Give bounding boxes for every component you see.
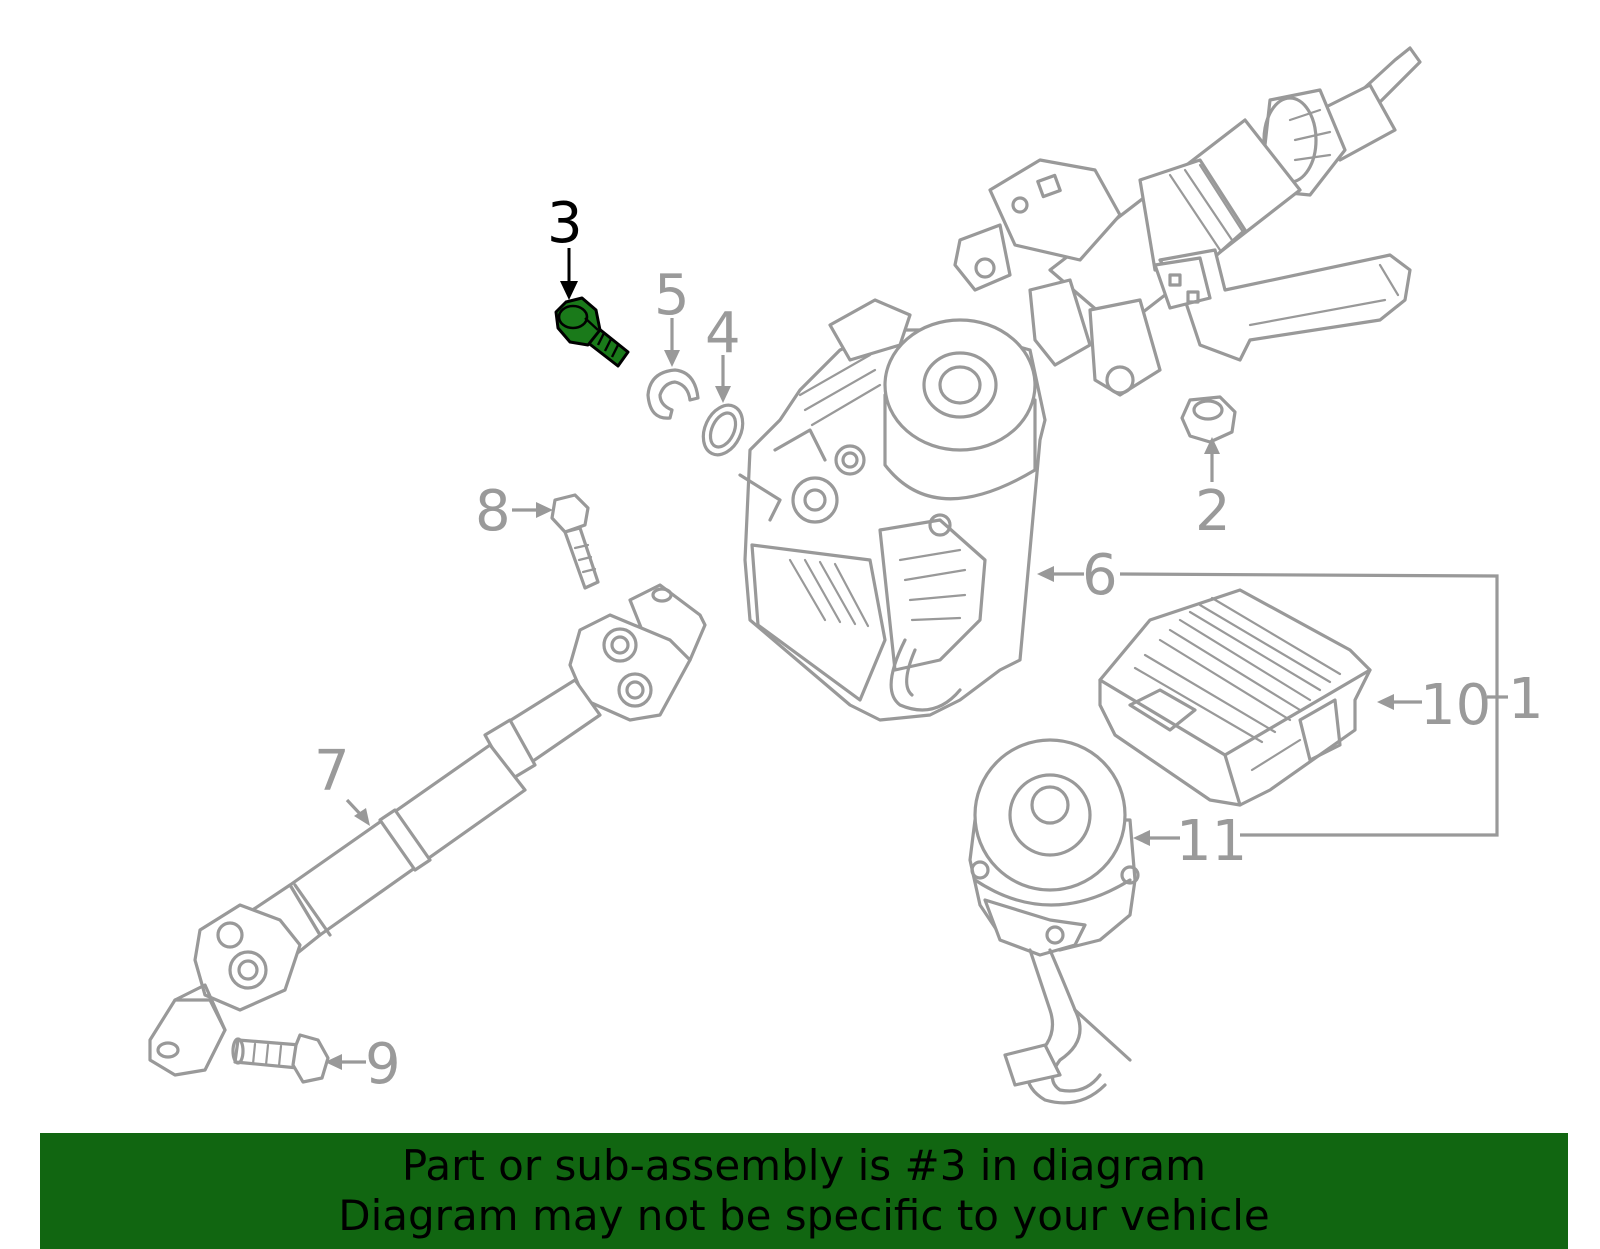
steering-column-assembly bbox=[738, 46, 1422, 722]
washer bbox=[701, 403, 745, 457]
motor bbox=[968, 738, 1140, 1105]
callout-8: 8 bbox=[475, 479, 511, 544]
bolt-3-highlighted bbox=[554, 296, 630, 368]
banner-line-2: Diagram may not be specific to your vehi… bbox=[338, 1191, 1270, 1240]
callout-10: 10 bbox=[1420, 673, 1491, 738]
callout-6: 6 bbox=[1082, 543, 1118, 608]
callout-4: 4 bbox=[705, 301, 741, 366]
clip bbox=[646, 368, 700, 420]
callout-11: 11 bbox=[1176, 809, 1247, 874]
callout-9: 9 bbox=[365, 1032, 401, 1097]
callout-5: 5 bbox=[654, 263, 690, 328]
bolt-8 bbox=[550, 493, 600, 590]
bolt-9 bbox=[231, 1033, 330, 1084]
info-banner: Part or sub-assembly is #3 in diagram Di… bbox=[40, 1133, 1568, 1249]
leader-lines bbox=[325, 248, 1508, 1070]
callout-1: 1 bbox=[1508, 667, 1544, 732]
nut bbox=[1180, 395, 1237, 444]
callout-2: 2 bbox=[1195, 479, 1231, 544]
callout-labels: 3 5 4 2 8 6 10 1 7 11 9 bbox=[314, 191, 1544, 1097]
callout-7: 7 bbox=[314, 739, 350, 804]
control-module bbox=[1098, 588, 1372, 807]
callout-3: 3 bbox=[547, 191, 583, 256]
banner-line-1: Part or sub-assembly is #3 in diagram bbox=[401, 1141, 1207, 1190]
intermediate-shaft bbox=[148, 583, 707, 1077]
